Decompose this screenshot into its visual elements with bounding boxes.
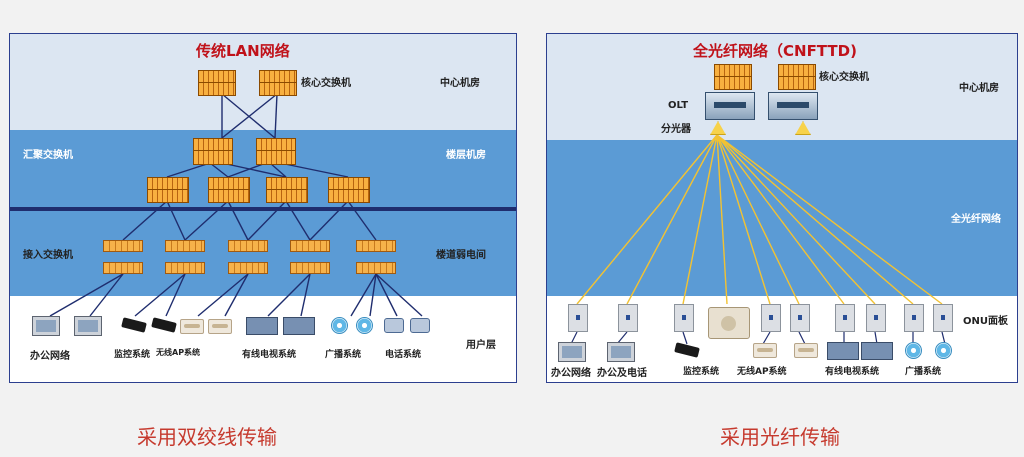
core-switch-icon	[198, 70, 236, 96]
user-layer-label: 用户层	[466, 340, 496, 351]
fiber-diagram-panel: 全光纤网络（CNFTTD) 核心交换机 中心机房 OLT 分光器 全光纤网络 O…	[546, 33, 1018, 383]
cable-tv-label: 有线电视系统	[825, 367, 880, 377]
floor-switch-icon	[328, 177, 370, 203]
phone-icon	[410, 318, 430, 333]
aggregation-switch-label: 汇聚交换机	[23, 150, 73, 161]
office-label: 办公网络	[551, 368, 591, 379]
core-switch-label: 核心交换机	[819, 72, 869, 83]
lan-title: 传统LAN网络	[196, 42, 290, 60]
all-fiber-label: 全光纤网络	[951, 214, 1001, 225]
onu-panel-icon	[568, 304, 588, 332]
center-room-label: 中心机房	[440, 78, 480, 89]
core-switch-label: 核心交换机	[301, 78, 351, 89]
onu-panel-label: ONU面板	[963, 316, 1008, 327]
olt-label: OLT	[668, 100, 689, 111]
floor-room-label: 楼层机房	[446, 150, 486, 161]
aggregation-switch-icon	[256, 138, 296, 165]
onu-panel-icon	[761, 304, 781, 332]
phone-icon	[384, 318, 404, 333]
fiber-links	[570, 134, 946, 345]
office-pc-icon	[558, 342, 586, 362]
cable-tv-label: 有线电视系统	[242, 350, 297, 360]
wireless-ap-label: 无线AP系统	[737, 367, 787, 377]
onu-panel-icon	[933, 304, 953, 332]
fiber-title: 全光纤网络（CNFTTD)	[693, 42, 857, 60]
wireless-ap-icon	[208, 319, 232, 334]
floor-switch-icon	[266, 177, 308, 203]
onu-panel-icon	[618, 304, 638, 332]
lan-diagram-panel: 传统LAN网络 核心交换机 中心机房 汇聚交换机 楼层机房 接入交换机 楼道弱电…	[9, 33, 517, 383]
core-switch-icon	[259, 70, 297, 96]
wireless-ap-icon	[794, 343, 818, 358]
speaker-icon	[905, 342, 922, 359]
core-switch-icon	[714, 64, 752, 90]
splitter-label: 分光器	[661, 124, 691, 135]
floor-switch-icon	[147, 177, 189, 203]
onu-panel-icon	[904, 304, 924, 332]
onu-panel-icon	[674, 304, 694, 332]
onu-panel-icon	[835, 304, 855, 332]
core-switch-icon	[778, 64, 816, 90]
surveillance-label: 监控系统	[114, 350, 151, 360]
lan-links	[49, 93, 423, 317]
lan-caption: 采用双绞线传输	[137, 425, 277, 449]
access-switch-icon	[165, 240, 205, 252]
tv-icon	[861, 342, 893, 360]
access-switch-icon	[228, 240, 268, 252]
access-switch-label: 接入交换机	[23, 250, 73, 261]
onu-panel-icon	[866, 304, 886, 332]
access-switch-icon	[103, 262, 143, 274]
office-label: 办公网络	[30, 351, 70, 362]
broadcast-label: 广播系统	[325, 350, 362, 360]
access-switch-icon	[356, 262, 396, 274]
tv-icon	[283, 317, 315, 335]
surveillance-label: 监控系统	[683, 367, 720, 377]
office-pc-icon	[74, 316, 102, 336]
speaker-icon	[331, 317, 348, 334]
office-pc-icon	[607, 342, 635, 362]
speaker-icon	[356, 317, 373, 334]
wireless-ap-icon	[180, 319, 204, 334]
office-phone-label: 办公及电话	[597, 368, 647, 379]
wireless-ap-icon	[753, 343, 777, 358]
band-divider-line	[10, 207, 516, 211]
access-switch-icon	[228, 262, 268, 274]
office-pc-icon	[32, 316, 60, 336]
aggregation-switch-icon	[193, 138, 233, 165]
floor-switch-icon	[208, 177, 250, 203]
center-room-label: 中心机房	[959, 83, 999, 94]
access-switch-icon	[290, 262, 330, 274]
corridor-room-label: 楼道弱电间	[436, 250, 486, 261]
olt-device-icon	[705, 92, 755, 120]
tv-icon	[827, 342, 859, 360]
access-switch-icon	[103, 240, 143, 252]
access-switch-icon	[290, 240, 330, 252]
broadcast-label: 广播系统	[905, 367, 942, 377]
speaker-icon	[935, 342, 952, 359]
wireless-ap-label: 无线AP系统	[156, 348, 201, 357]
wireless-ap-icon	[708, 307, 750, 339]
fiber-caption: 采用光纤传输	[720, 425, 840, 449]
access-switch-icon	[165, 262, 205, 274]
onu-panel-icon	[790, 304, 810, 332]
tv-icon	[246, 317, 278, 335]
phone-label: 电话系统	[385, 350, 422, 360]
olt-device-icon	[768, 92, 818, 120]
access-switch-icon	[356, 240, 396, 252]
